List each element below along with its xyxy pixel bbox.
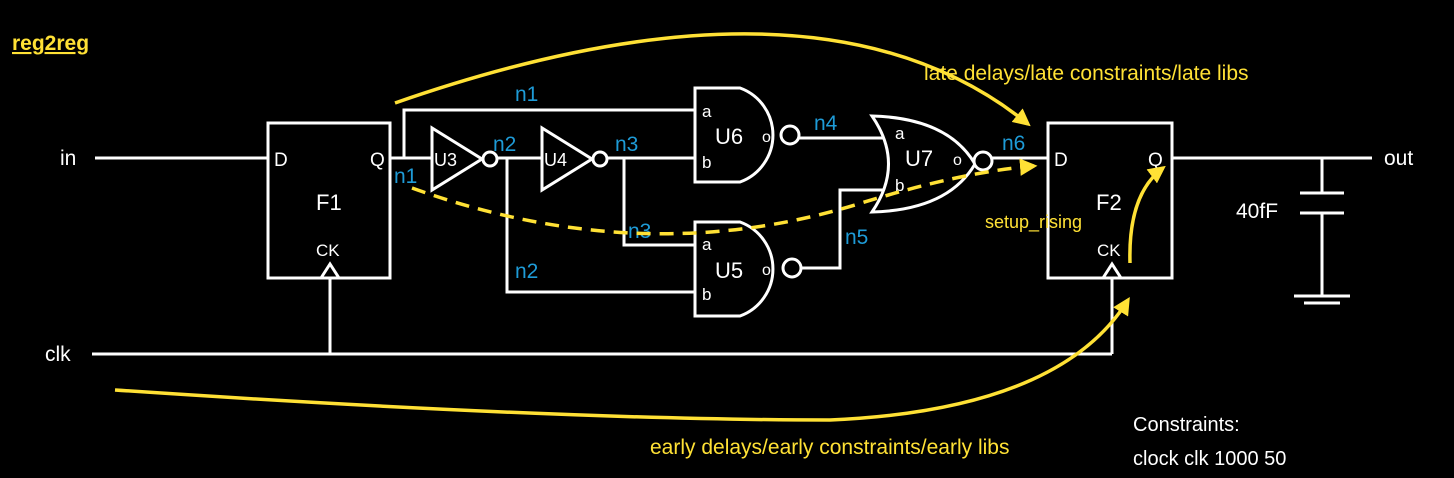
nor-u7-pin-a: a xyxy=(895,124,905,143)
inverter-u3[interactable]: U3 xyxy=(430,125,499,193)
net-label-n1-q: n1 xyxy=(394,165,417,188)
nand-gate-u5[interactable]: a b o U5 xyxy=(693,220,803,318)
nand-u5-pin-a: a xyxy=(702,235,712,254)
nand-u5-pin-b: b xyxy=(702,285,711,304)
wire-n1-top xyxy=(402,108,695,158)
port-clk-label: clk xyxy=(45,343,71,366)
flop-f2-pin-d: D xyxy=(1054,150,1068,171)
early-path-arrow xyxy=(114,297,1130,422)
flop-f1-clock-triangle xyxy=(318,261,342,280)
load-capacitor[interactable]: 40fF xyxy=(1236,191,1350,305)
inverter-u4-bubble xyxy=(591,150,609,168)
flop-f2[interactable]: D Q F2 CK xyxy=(1046,121,1174,280)
inverter-u3-bubble xyxy=(481,150,499,168)
nand-u6-pin-b: b xyxy=(702,153,711,172)
nor-u7-pin-b: b xyxy=(895,176,904,195)
clock-to-q-arrow xyxy=(1128,165,1166,264)
flop-f2-body xyxy=(1046,121,1174,280)
flop-f1-pin-ck: CK xyxy=(316,241,340,260)
nand-u5-bubble xyxy=(781,257,803,279)
nand-u6-pin-a: a xyxy=(702,102,712,121)
nor-u7-pin-o: o xyxy=(953,152,962,169)
flop-f2-name: F2 xyxy=(1096,190,1122,215)
net-label-n2-u3: n2 xyxy=(493,133,516,156)
flop-f1[interactable]: D Q F1 CK xyxy=(266,121,392,280)
net-label-n3-lower: n3 xyxy=(628,220,651,243)
wire-n3-to-u5 xyxy=(622,158,695,247)
port-out-label: out xyxy=(1384,147,1413,170)
wire-n5 xyxy=(801,188,887,270)
wires xyxy=(92,108,1372,356)
flop-f1-pin-q: Q xyxy=(370,150,385,171)
nand-u5-name: U5 xyxy=(715,258,743,283)
wire-n2-bottom xyxy=(505,158,695,294)
nand-u6-name: U6 xyxy=(715,124,743,149)
capacitor-value: 40fF xyxy=(1236,200,1278,223)
nand-u6-body xyxy=(693,86,775,184)
inverter-u4-body xyxy=(540,125,595,193)
port-in-label: in xyxy=(60,147,76,170)
nand-u5-pin-o: o xyxy=(762,262,771,279)
inverter-u4-name: U4 xyxy=(544,150,567,170)
nand-u6-bubble xyxy=(779,124,801,146)
inverter-u3-name: U3 xyxy=(434,150,457,170)
net-label-n6: n6 xyxy=(1002,132,1025,155)
data-path-dashed-arrow xyxy=(411,158,1038,236)
setup-annotation: setup_rising xyxy=(985,212,1082,233)
net-label-n4: n4 xyxy=(814,112,838,135)
nand-gate-u6[interactable]: a b o U6 xyxy=(693,86,801,184)
inverter-u4[interactable]: U4 xyxy=(540,125,609,193)
nor-u7-body xyxy=(869,114,977,214)
nor-u7-bubble xyxy=(972,150,994,172)
early-annotation: early delays/early constraints/early lib… xyxy=(650,436,1009,459)
late-path-arrow xyxy=(394,32,1031,127)
nand-u6-pin-o: o xyxy=(762,129,771,146)
diagram-title: reg2reg xyxy=(12,32,89,55)
net-label-n2-bottom: n2 xyxy=(515,260,538,283)
flop-f1-pin-d: D xyxy=(274,150,288,171)
net-label-n1-top: n1 xyxy=(515,83,538,106)
flop-f1-name: F1 xyxy=(316,190,342,215)
net-label-n5: n5 xyxy=(845,226,868,249)
constraints-heading: Constraints: xyxy=(1133,414,1240,436)
flop-f2-clock-triangle xyxy=(1100,261,1124,280)
nor-u7-name: U7 xyxy=(905,146,933,171)
flop-f2-pin-q: Q xyxy=(1148,150,1163,171)
nor-gate-u7[interactable]: a b o U7 xyxy=(869,114,994,214)
inverter-u3-body xyxy=(430,125,485,193)
constraints-line: clock clk 1000 50 xyxy=(1133,448,1286,470)
timing-annotations: late delays/late constraints/late libs e… xyxy=(114,32,1249,459)
late-annotation: late delays/late constraints/late libs xyxy=(924,62,1249,85)
flop-f2-pin-ck: CK xyxy=(1097,241,1121,260)
net-label-n3-u4: n3 xyxy=(615,133,638,156)
